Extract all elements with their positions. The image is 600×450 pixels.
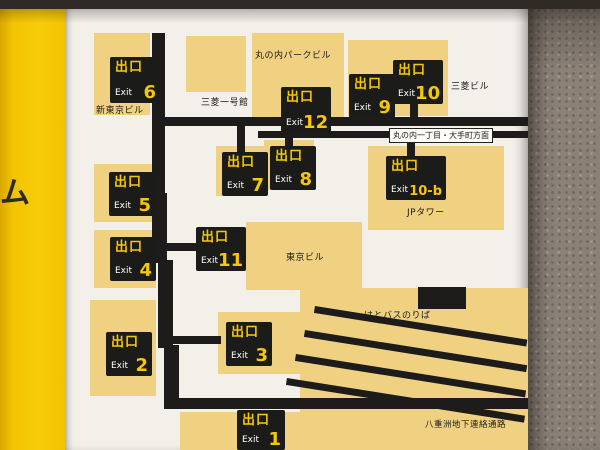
building-label-tokyo: 東京ビル [286,253,325,263]
exit-kanji: 出口 [354,77,383,92]
sign-side-partial-text: ム [0,176,30,211]
direction-note: 丸の内一丁目・大手町方面 [389,128,493,143]
building-block-mitsubishi-ichigokan [186,36,246,92]
passage-line-vertical [164,345,179,405]
exit-word: Exit [275,175,293,185]
exit-word: Exit [231,351,249,361]
exit-badge-8: 出口 Exit 8 [270,146,316,190]
exit-number: 9 [378,96,391,118]
exit-word: Exit [354,103,372,113]
exit-kanji: 出口 [201,230,230,245]
passage-line-horizontal [152,117,528,126]
exit-number: 10-b [409,183,442,199]
exit-word: Exit [115,88,133,98]
sign-side-strip: ム [0,0,65,450]
map-panel: 丸の内パークビル 三菱一号館 新東京ビル 三菱ビル JPタワー 東京ビル はとバ… [65,0,528,450]
exit-kanji: 出口 [115,240,144,255]
exit-number: 3 [255,344,268,366]
label-yaesu-passage: 八重洲地下連絡通路 [425,420,507,430]
exit-badge-5: 出口 Exit 5 [109,172,155,216]
exit-badge-6: 出口 Exit 6 [110,57,160,103]
passage-line-vertical [158,260,173,348]
exit-kanji: 出口 [111,335,140,350]
exit-badge-9: 出口 Exit 9 [349,74,395,118]
exit-number: 10 [415,82,441,104]
exit-number: 12 [303,111,329,133]
exit-word: Exit [391,185,409,195]
building-label-mitsubishi-ichigokan: 三菱一号館 [201,98,249,108]
exit-badge-1: 出口 Exit 1 [237,410,285,450]
exit-kanji: 出口 [242,413,271,428]
exit-kanji: 出口 [115,60,144,75]
photo-top-fade [0,9,600,23]
building-label-shin-tokyo: 新東京ビル [96,106,144,116]
passage-stub-exit10 [410,102,418,119]
exit-word: Exit [286,118,304,128]
exit-word: Exit [201,256,219,266]
exit-number: 1 [268,428,281,450]
exit-badge-3: 出口 Exit 3 [226,322,272,366]
exit-number: 8 [299,168,312,190]
photo-top-shadow [0,0,600,9]
wall-top-shadow [528,0,600,70]
exit-number: 7 [251,174,264,196]
building-label-mitsubishi: 三菱ビル [451,82,490,92]
exit-kanji: 出口 [114,175,143,190]
exit-kanji: 出口 [231,325,260,340]
exit-kanji: 出口 [275,149,304,164]
exit-kanji: 出口 [398,63,427,78]
exit-word: Exit [398,89,416,99]
label-hato-bus-stop: はとバスのりば [364,311,431,321]
passage-stub-exit7 [237,126,245,154]
building-block-tokyo [246,222,362,290]
passage-stub-exit10b [407,138,415,158]
wall [528,0,600,450]
exit-badge-7: 出口 Exit 7 [222,152,268,196]
building-label-jp-tower: JPタワー [407,208,445,218]
passage-line-bottom [164,398,528,409]
exit-word: Exit [111,361,129,371]
exit-number: 11 [218,249,244,271]
exit-word: Exit [114,201,132,211]
structure-footprint [418,287,466,309]
exit-word: Exit [227,181,245,191]
passage-stub-exit3 [169,336,221,344]
passage-stub-exit8 [285,126,293,148]
exit-word: Exit [242,435,260,445]
exit-kanji: 出口 [227,155,256,170]
exit-number: 2 [135,354,148,376]
passage-stub-exit11 [165,243,197,251]
exit-number: 4 [139,259,152,281]
exit-number: 6 [143,81,156,103]
exit-badge-4: 出口 Exit 4 [110,237,156,281]
exit-kanji: 出口 [286,90,315,105]
building-label-marunouchi-park: 丸の内パークビル [255,51,332,61]
exit-word: Exit [115,266,133,276]
exit-number: 5 [138,194,151,216]
exit-badge-2: 出口 Exit 2 [106,332,152,376]
exit-kanji: 出口 [391,159,420,174]
